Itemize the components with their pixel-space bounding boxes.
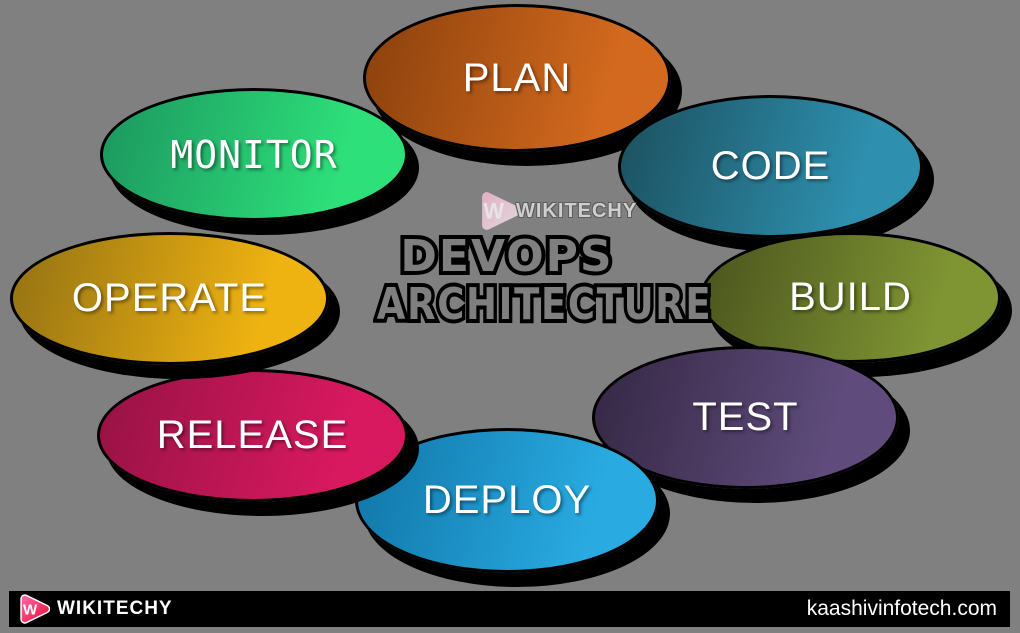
stage-ellipse-test: TEST bbox=[592, 346, 899, 489]
stage-ellipse-plan: PLAN bbox=[363, 4, 671, 152]
wikitechy-watermark: W WIKITECHY bbox=[480, 189, 637, 233]
diagram-title: DEVOPS ARCHITECTURE bbox=[352, 229, 714, 333]
stage-label-build: BUILD bbox=[789, 275, 912, 319]
stage-label-release: RELEASE bbox=[156, 413, 349, 457]
stage-label-operate: OPERATE bbox=[71, 276, 268, 320]
stage-label-deploy: DEPLOY bbox=[422, 478, 592, 522]
wikitechy-play-icon: W bbox=[482, 192, 521, 230]
stage-label-plan: PLAN bbox=[462, 55, 572, 100]
stage-ellipse-deploy: DEPLOY bbox=[355, 428, 659, 573]
stage-label-test: TEST bbox=[692, 395, 799, 439]
title-line-devops: DEVOPS bbox=[396, 229, 615, 285]
title-line-architecture: ARCHITECTURE bbox=[373, 277, 714, 333]
footer-website-text: kaashivinfotech.com bbox=[806, 597, 997, 620]
stage-ellipse-code: CODE bbox=[618, 95, 923, 238]
stage-label-code: CODE bbox=[710, 144, 831, 188]
svg-text:W: W bbox=[23, 601, 38, 618]
footer-brand-text: WIKITECHY bbox=[57, 598, 173, 619]
watermark-brand-text: WIKITECHY bbox=[516, 199, 638, 222]
svg-text:W: W bbox=[483, 199, 504, 224]
wikitechy-logo-icon: W bbox=[20, 594, 50, 624]
stage-ellipse-build: BUILD bbox=[700, 232, 1001, 363]
stage-label-monitor: MONITOR bbox=[170, 132, 338, 177]
stage-ellipse-release: RELEASE bbox=[97, 369, 408, 502]
stage-ellipse-operate: OPERATE bbox=[10, 232, 329, 365]
stage-ellipse-monitor: MONITOR bbox=[100, 88, 408, 221]
footer-bar: W WIKITECHY kaashivinfotech.com bbox=[9, 591, 1010, 627]
